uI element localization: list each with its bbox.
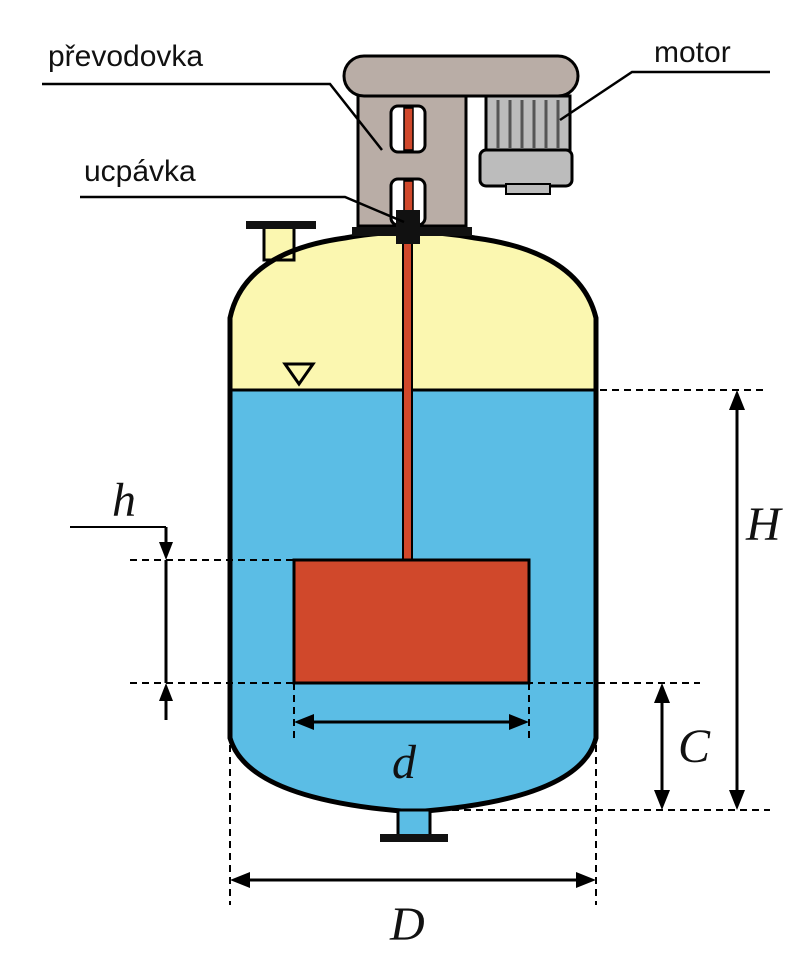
- label-h: h: [112, 474, 136, 527]
- liquid-level-triangle-icon: [282, 362, 316, 387]
- label-C: C: [678, 720, 711, 773]
- label-d: d: [392, 736, 417, 789]
- label-seal: ucpávka: [84, 155, 196, 188]
- label-gearbox: převodovka: [48, 40, 203, 73]
- dimension-arrows: [70, 390, 745, 888]
- dimension-reference-lines: [130, 389, 770, 905]
- impeller: [292, 558, 531, 685]
- label-motor: motor: [654, 36, 731, 69]
- label-D: D: [389, 898, 425, 951]
- gearbox: [342, 54, 580, 228]
- label-H: H: [745, 498, 783, 551]
- vessel-outline: [227, 229, 599, 815]
- seal: [352, 210, 472, 244]
- bottom-nozzle: [380, 808, 448, 842]
- leader-lines: [42, 70, 770, 224]
- motor: [478, 94, 574, 195]
